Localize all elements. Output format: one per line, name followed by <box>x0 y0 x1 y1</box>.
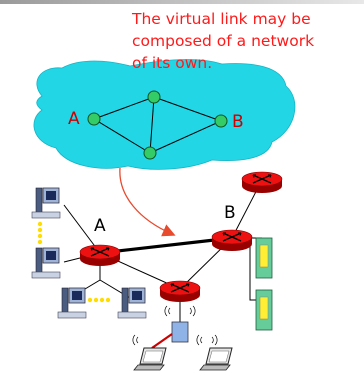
laptop-right <box>199 347 233 371</box>
virtual-link-top-b <box>153 96 222 122</box>
router-b-label: B <box>224 203 236 223</box>
host-pc-bottom-right <box>117 287 147 319</box>
link-a-host-top <box>63 204 101 254</box>
wireless-signal-icon <box>164 305 196 317</box>
virtual-node-b-label: B <box>232 112 244 132</box>
virtual-node-top <box>147 90 161 104</box>
lan-dots-vertical <box>37 221 43 245</box>
virtual-node-bottom <box>143 146 157 160</box>
host-pc-bottom-left <box>57 287 87 319</box>
caption-line-1: The virtual link may be <box>132 10 311 28</box>
virtual-link-bottom-b <box>149 120 222 154</box>
virtual-link-a-top <box>93 96 155 120</box>
host-pc-top <box>31 187 61 219</box>
virtual-node-a <box>87 112 101 126</box>
virtual-link-a-bottom <box>93 118 151 154</box>
laptop-signal-icons <box>132 334 218 346</box>
access-point <box>171 321 189 343</box>
caption-line-3: of its own. <box>132 54 213 72</box>
caption-line-2: composed of a network <box>132 32 315 50</box>
mapping-arrow <box>119 167 176 237</box>
slide-top-bar <box>0 0 364 4</box>
router-b <box>211 229 253 252</box>
lan-dots-horizontal <box>87 297 111 303</box>
router-a <box>79 244 121 267</box>
virtual-links <box>93 96 222 154</box>
highlighted-link-a-b <box>99 236 233 255</box>
virtual-link-top-bottom <box>149 96 155 154</box>
virtual-node-b <box>214 114 228 128</box>
virtual-node-a-label: A <box>68 109 80 129</box>
router-bottom <box>159 280 201 303</box>
host-pc-middle <box>31 247 61 279</box>
laptop-left <box>133 347 167 371</box>
router-a-label: A <box>94 216 106 236</box>
router-top-right <box>241 171 283 194</box>
caption-text: The virtual link may be composed of a ne… <box>132 8 362 74</box>
virtual-network-cloud <box>33 59 296 170</box>
server-bottom <box>255 289 273 331</box>
wireless-link-left <box>151 333 173 349</box>
server-top <box>255 237 273 279</box>
